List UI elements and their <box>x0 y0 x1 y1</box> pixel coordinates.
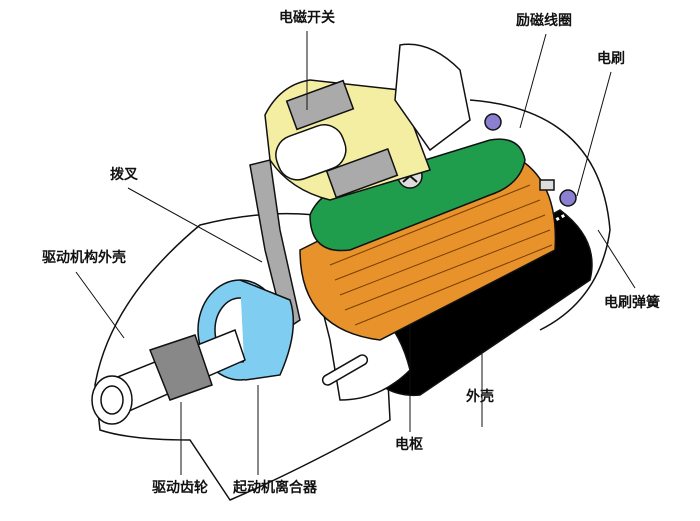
label-drive-gear: 驱动齿轮 <box>152 480 208 496</box>
label-armature: 电枢 <box>395 437 423 453</box>
rear-end-cap <box>469 99 611 331</box>
armature-winding <box>299 149 557 341</box>
label-drive-housing: 驱动机构外壳 <box>42 250 126 266</box>
label-starter-clutch: 起动机离合器 <box>233 480 317 496</box>
label-brush: 电刷 <box>597 51 625 67</box>
label-housing: 外壳 <box>466 389 494 405</box>
label-field-coil: 励磁线圈 <box>516 13 572 29</box>
shift-fork <box>249 159 301 332</box>
label-shift-fork: 拨叉 <box>110 167 138 183</box>
drive-gear <box>149 334 213 401</box>
label-brush-spring: 电刷弹簧 <box>604 295 660 311</box>
leader-lines <box>75 31 636 475</box>
label-solenoid-switch: 电磁开关 <box>279 10 335 26</box>
